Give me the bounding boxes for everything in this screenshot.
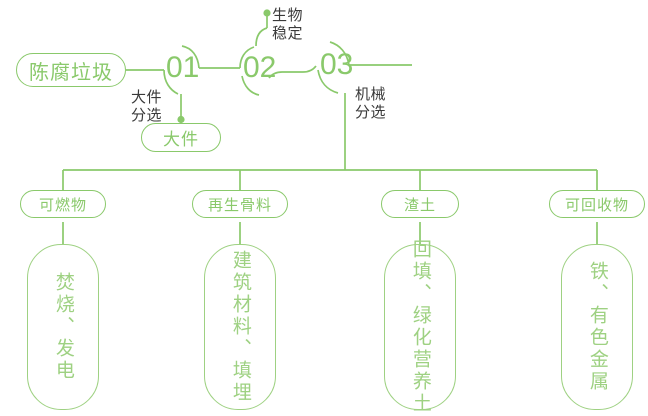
output-pill-zhatu[interactable]: 渣土 (381, 190, 459, 218)
stage-note-02-line2: 稳定 (272, 24, 304, 42)
output-pill-keranwu[interactable]: 可燃物 (20, 190, 106, 218)
source-pill-chenfulaji[interactable]: 陈腐垃圾 (16, 53, 126, 87)
output-use-text-keranwu: 焚烧、发电 (52, 272, 74, 382)
stage-note-01-line2: 分选 (131, 106, 163, 124)
stage-note-02: 生物 稳定 (272, 7, 303, 42)
output-use-box-kehuishouwu[interactable]: 铁、有色金属 (561, 244, 633, 410)
output-use-box-zaishenggudiao[interactable]: 建筑材料、填埋 (204, 244, 276, 410)
output-use-text-kehuishouwu: 铁、有色金属 (586, 261, 608, 393)
output-use-box-keranwu[interactable]: 焚烧、发电 (27, 244, 99, 410)
output-use-text-zhatu: 回填、绿化营养土 (409, 239, 431, 415)
stage-number-03[interactable]: 03 (320, 48, 354, 81)
stage-output-pill-dajian[interactable]: 大件 (141, 123, 221, 152)
output-pill-zaishenggudiao[interactable]: 再生骨料 (192, 190, 288, 218)
stage-number-02[interactable]: 02 (243, 51, 277, 84)
stage-note-02-line1: 生物 (272, 7, 304, 24)
stage-note-03-line1: 机械 (355, 86, 387, 103)
output-use-text-zaishenggudiao: 建筑材料、填埋 (229, 250, 251, 404)
stage-note-01-line1: 大件 (131, 89, 163, 106)
output-use-box-zhatu[interactable]: 回填、绿化营养土 (384, 239, 456, 415)
stage-note-01: 大件 分选 (131, 89, 162, 124)
stage-number-01[interactable]: 01 (166, 51, 200, 84)
output-pill-kehuishouwu[interactable]: 可回收物 (549, 190, 645, 218)
stage-note-03: 机械 分选 (355, 86, 386, 121)
stage-note-03-line2: 分选 (355, 103, 387, 121)
